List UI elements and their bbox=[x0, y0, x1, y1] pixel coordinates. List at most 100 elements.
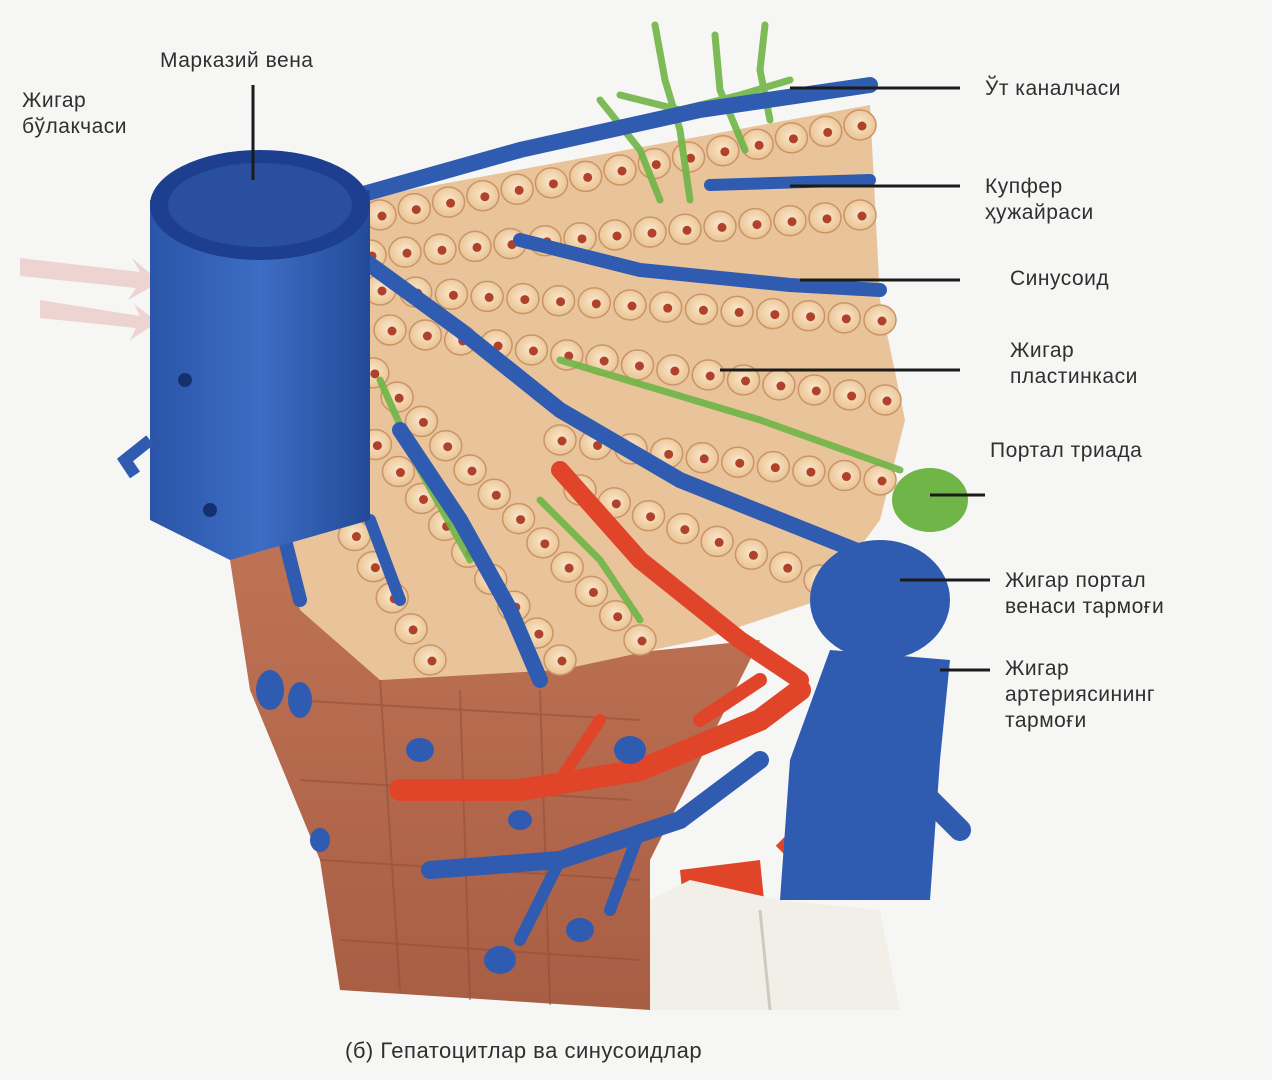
hepatocyte-nucleus bbox=[638, 637, 647, 646]
hepatocyte-nucleus bbox=[352, 532, 361, 541]
hepatocyte-nucleus bbox=[812, 387, 821, 396]
hepatocyte-nucleus bbox=[715, 538, 724, 547]
hepatocyte-nucleus bbox=[646, 512, 655, 521]
hepatocyte-nucleus bbox=[788, 217, 797, 226]
hepatocyte-nucleus bbox=[883, 397, 892, 406]
hepatocyte-nucleus bbox=[842, 314, 851, 323]
hepatocyte-nucleus bbox=[449, 291, 458, 300]
hepatocyte-nucleus bbox=[663, 304, 672, 313]
hepatocyte-nucleus bbox=[370, 369, 379, 378]
hepatocyte-nucleus bbox=[878, 477, 887, 486]
hepatocyte-nucleus bbox=[583, 173, 592, 182]
hepatocyte-nucleus bbox=[520, 295, 529, 304]
blood-flow-arrows bbox=[20, 258, 160, 340]
hepatocyte-nucleus bbox=[419, 418, 428, 427]
hepatocyte-nucleus bbox=[806, 312, 815, 321]
hepatocyte-nucleus bbox=[516, 515, 525, 524]
hepatocyte-nucleus bbox=[558, 657, 567, 666]
hepatocyte-nucleus bbox=[806, 468, 815, 477]
hepatocyte-nucleus bbox=[556, 297, 565, 306]
hepatocyte-nucleus bbox=[847, 392, 856, 401]
label-kupffer-cells: Купфер ҳужайраси bbox=[985, 174, 1094, 226]
hepatocyte-nucleus bbox=[371, 563, 380, 572]
hepatocyte-nucleus bbox=[403, 249, 412, 258]
hepatocyte-nucleus bbox=[578, 234, 587, 243]
hepatocyte-nucleus bbox=[700, 454, 709, 463]
hepatocyte-nucleus bbox=[613, 612, 622, 621]
hepatocyte-nucleus bbox=[388, 327, 397, 336]
hepatocyte-nucleus bbox=[741, 377, 750, 386]
label-bile-canals: Ўт каналчаси bbox=[985, 76, 1121, 102]
hepatocyte-nucleus bbox=[412, 205, 421, 214]
label-hepatic-artery-branch: Жигар артериясининг тармоғи bbox=[1005, 656, 1155, 734]
hepatocyte-nucleus bbox=[600, 357, 609, 366]
hepatocyte-nucleus bbox=[612, 499, 621, 508]
hepatocyte-nucleus bbox=[670, 367, 679, 376]
hepatocyte-nucleus bbox=[395, 394, 404, 403]
hepatocyte-nucleus bbox=[770, 310, 779, 319]
hepatocyte-nucleus bbox=[648, 229, 657, 238]
hepatocyte-nucleus bbox=[878, 317, 887, 326]
hepatocyte-nucleus bbox=[443, 442, 452, 451]
portal-triad-bile bbox=[892, 468, 968, 532]
hepatocyte-nucleus bbox=[492, 491, 501, 500]
label-liver-plates: Жигар пластинкаси bbox=[1010, 338, 1138, 390]
hepatocyte-nucleus bbox=[419, 495, 428, 504]
label-portal-triad: Портал триада bbox=[990, 438, 1142, 464]
hepatocyte-nucleus bbox=[718, 223, 727, 232]
hepatocyte-nucleus bbox=[549, 179, 558, 188]
hepatocyte-nucleus bbox=[755, 141, 764, 150]
hepatocyte-nucleus bbox=[706, 372, 715, 381]
hepatocyte-nucleus bbox=[783, 564, 792, 573]
hepatocyte-nucleus bbox=[409, 625, 418, 634]
label-portal-vein-branch: Жигар портал венаси тармоғи bbox=[1005, 568, 1164, 620]
hepatocyte-nucleus bbox=[789, 134, 798, 143]
figure-caption: (б) Гепатоцитлар ва синусоидлар bbox=[345, 1038, 702, 1064]
hepatocyte-nucleus bbox=[664, 450, 673, 459]
hepatocyte-nucleus bbox=[534, 630, 543, 639]
hepatocyte-nucleus bbox=[468, 467, 477, 476]
hepatocyte-nucleus bbox=[823, 128, 832, 137]
hepatocyte-nucleus bbox=[749, 551, 758, 560]
hepatocyte-nucleus bbox=[373, 441, 382, 450]
hepatocyte-nucleus bbox=[858, 122, 867, 131]
hepatocyte-nucleus bbox=[515, 186, 524, 195]
hepatocyte-nucleus bbox=[618, 167, 627, 176]
hepatocyte-nucleus bbox=[438, 246, 447, 255]
hepatocyte-nucleus bbox=[720, 147, 729, 156]
hepatocyte-nucleus bbox=[480, 192, 489, 201]
hepatocyte-nucleus bbox=[858, 212, 867, 221]
hepatocyte-nucleus bbox=[628, 302, 637, 311]
hepatocyte-nucleus bbox=[558, 437, 567, 446]
hepatocyte-nucleus bbox=[589, 588, 598, 597]
hepatocyte-nucleus bbox=[423, 332, 432, 341]
hepatocyte-nucleus bbox=[683, 226, 692, 235]
hepatocyte-nucleus bbox=[652, 160, 661, 169]
label-sinusoid: Синусоид bbox=[1010, 266, 1109, 292]
hepatocyte-nucleus bbox=[396, 468, 405, 477]
hepatocyte-nucleus bbox=[485, 293, 494, 302]
hepatocyte-nucleus bbox=[592, 299, 601, 308]
hepatocyte-nucleus bbox=[771, 463, 780, 472]
hepatocyte-nucleus bbox=[776, 382, 785, 391]
hepatocyte-nucleus bbox=[428, 657, 437, 666]
hepatocyte-nucleus bbox=[735, 308, 744, 317]
central-vein bbox=[125, 150, 370, 560]
hepatocyte-nucleus bbox=[635, 362, 644, 371]
hepatocyte-nucleus bbox=[378, 287, 387, 296]
hepatocyte-nucleus bbox=[446, 199, 455, 208]
hepatocyte-nucleus bbox=[529, 347, 538, 356]
label-liver-lobule: Жигар бўлакчаси bbox=[22, 88, 127, 140]
hepatocyte-nucleus bbox=[823, 214, 832, 223]
label-central-vein: Марказий вена bbox=[160, 48, 313, 74]
hepatocyte-nucleus bbox=[473, 243, 482, 252]
hepatocyte-nucleus bbox=[613, 232, 622, 241]
hepatocyte-nucleus bbox=[540, 539, 549, 548]
hepatocyte-nucleus bbox=[735, 459, 744, 468]
hepatocyte-nucleus bbox=[699, 306, 708, 315]
hepatocyte-nucleus bbox=[565, 564, 574, 573]
hepatocyte-nucleus bbox=[680, 525, 689, 534]
hepatocyte-nucleus bbox=[842, 472, 851, 481]
